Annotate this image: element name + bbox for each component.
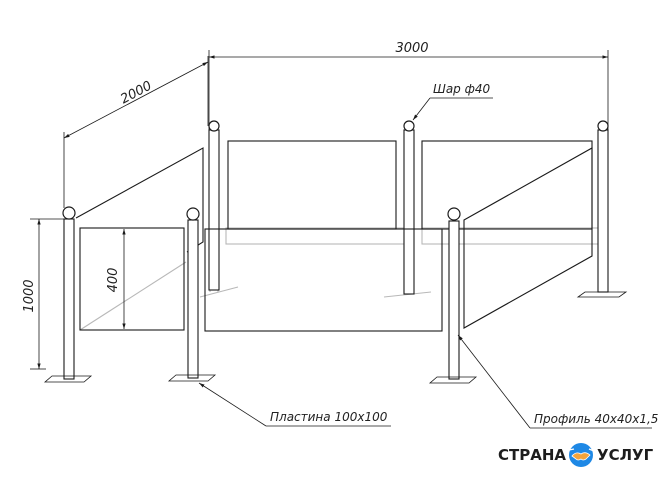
ball-front-left bbox=[62, 206, 76, 220]
ball-back-right bbox=[597, 120, 609, 132]
logo-text-left: СТРАНА bbox=[498, 446, 566, 464]
brand-logo: СТРАНА УСЛУГ bbox=[498, 443, 654, 467]
plate-front-right bbox=[428, 376, 478, 384]
back-panel-right bbox=[421, 140, 593, 230]
callout-plate: Пластина 100х100 bbox=[198, 382, 391, 427]
plate-back-right bbox=[576, 291, 628, 298]
post-back-middle bbox=[403, 129, 415, 295]
front-panel-left bbox=[79, 227, 185, 331]
side-panel-right bbox=[463, 147, 593, 329]
dimension-panel-height: 400 bbox=[106, 229, 126, 329]
dim-panel-height-label: 400 bbox=[106, 268, 121, 293]
dim-depth-label: 2000 bbox=[118, 79, 154, 108]
dimension-height: 1000 bbox=[22, 218, 64, 370]
callout-ball-label: Шар ф40 bbox=[433, 82, 491, 96]
callout-profile-label: Профиль 40х40х1,5 bbox=[534, 412, 658, 426]
back-posts bbox=[208, 120, 628, 298]
plate-front-left bbox=[43, 375, 93, 383]
dim-width-label: 3000 bbox=[395, 41, 428, 56]
front-posts bbox=[43, 206, 478, 384]
logo-text-right: УСЛУГ bbox=[597, 446, 654, 464]
post-front-left bbox=[63, 218, 75, 380]
handshake-icon bbox=[568, 443, 595, 467]
post-front-middle bbox=[187, 219, 199, 379]
dim-height-label: 1000 bbox=[22, 279, 37, 312]
side-panels bbox=[75, 147, 593, 329]
post-front-right bbox=[448, 220, 460, 380]
ball-back-left bbox=[208, 120, 220, 132]
front-panels bbox=[79, 227, 443, 332]
ball-back-middle bbox=[403, 120, 415, 132]
post-back-left bbox=[208, 129, 220, 291]
post-back-right bbox=[597, 129, 609, 293]
back-panel-left bbox=[227, 140, 397, 230]
callout-profile: Профиль 40х40х1,5 bbox=[457, 334, 658, 429]
ball-front-middle bbox=[186, 207, 200, 221]
callout-plate-label: Пластина 100х100 bbox=[270, 410, 388, 424]
plate-front-middle bbox=[167, 374, 217, 382]
front-panel-middle bbox=[204, 228, 443, 332]
callout-ball: Шар ф40 bbox=[412, 82, 493, 121]
hidden-lines bbox=[79, 227, 603, 331]
ball-front-right bbox=[447, 207, 461, 221]
dimension-width: 3000 bbox=[208, 41, 609, 130]
